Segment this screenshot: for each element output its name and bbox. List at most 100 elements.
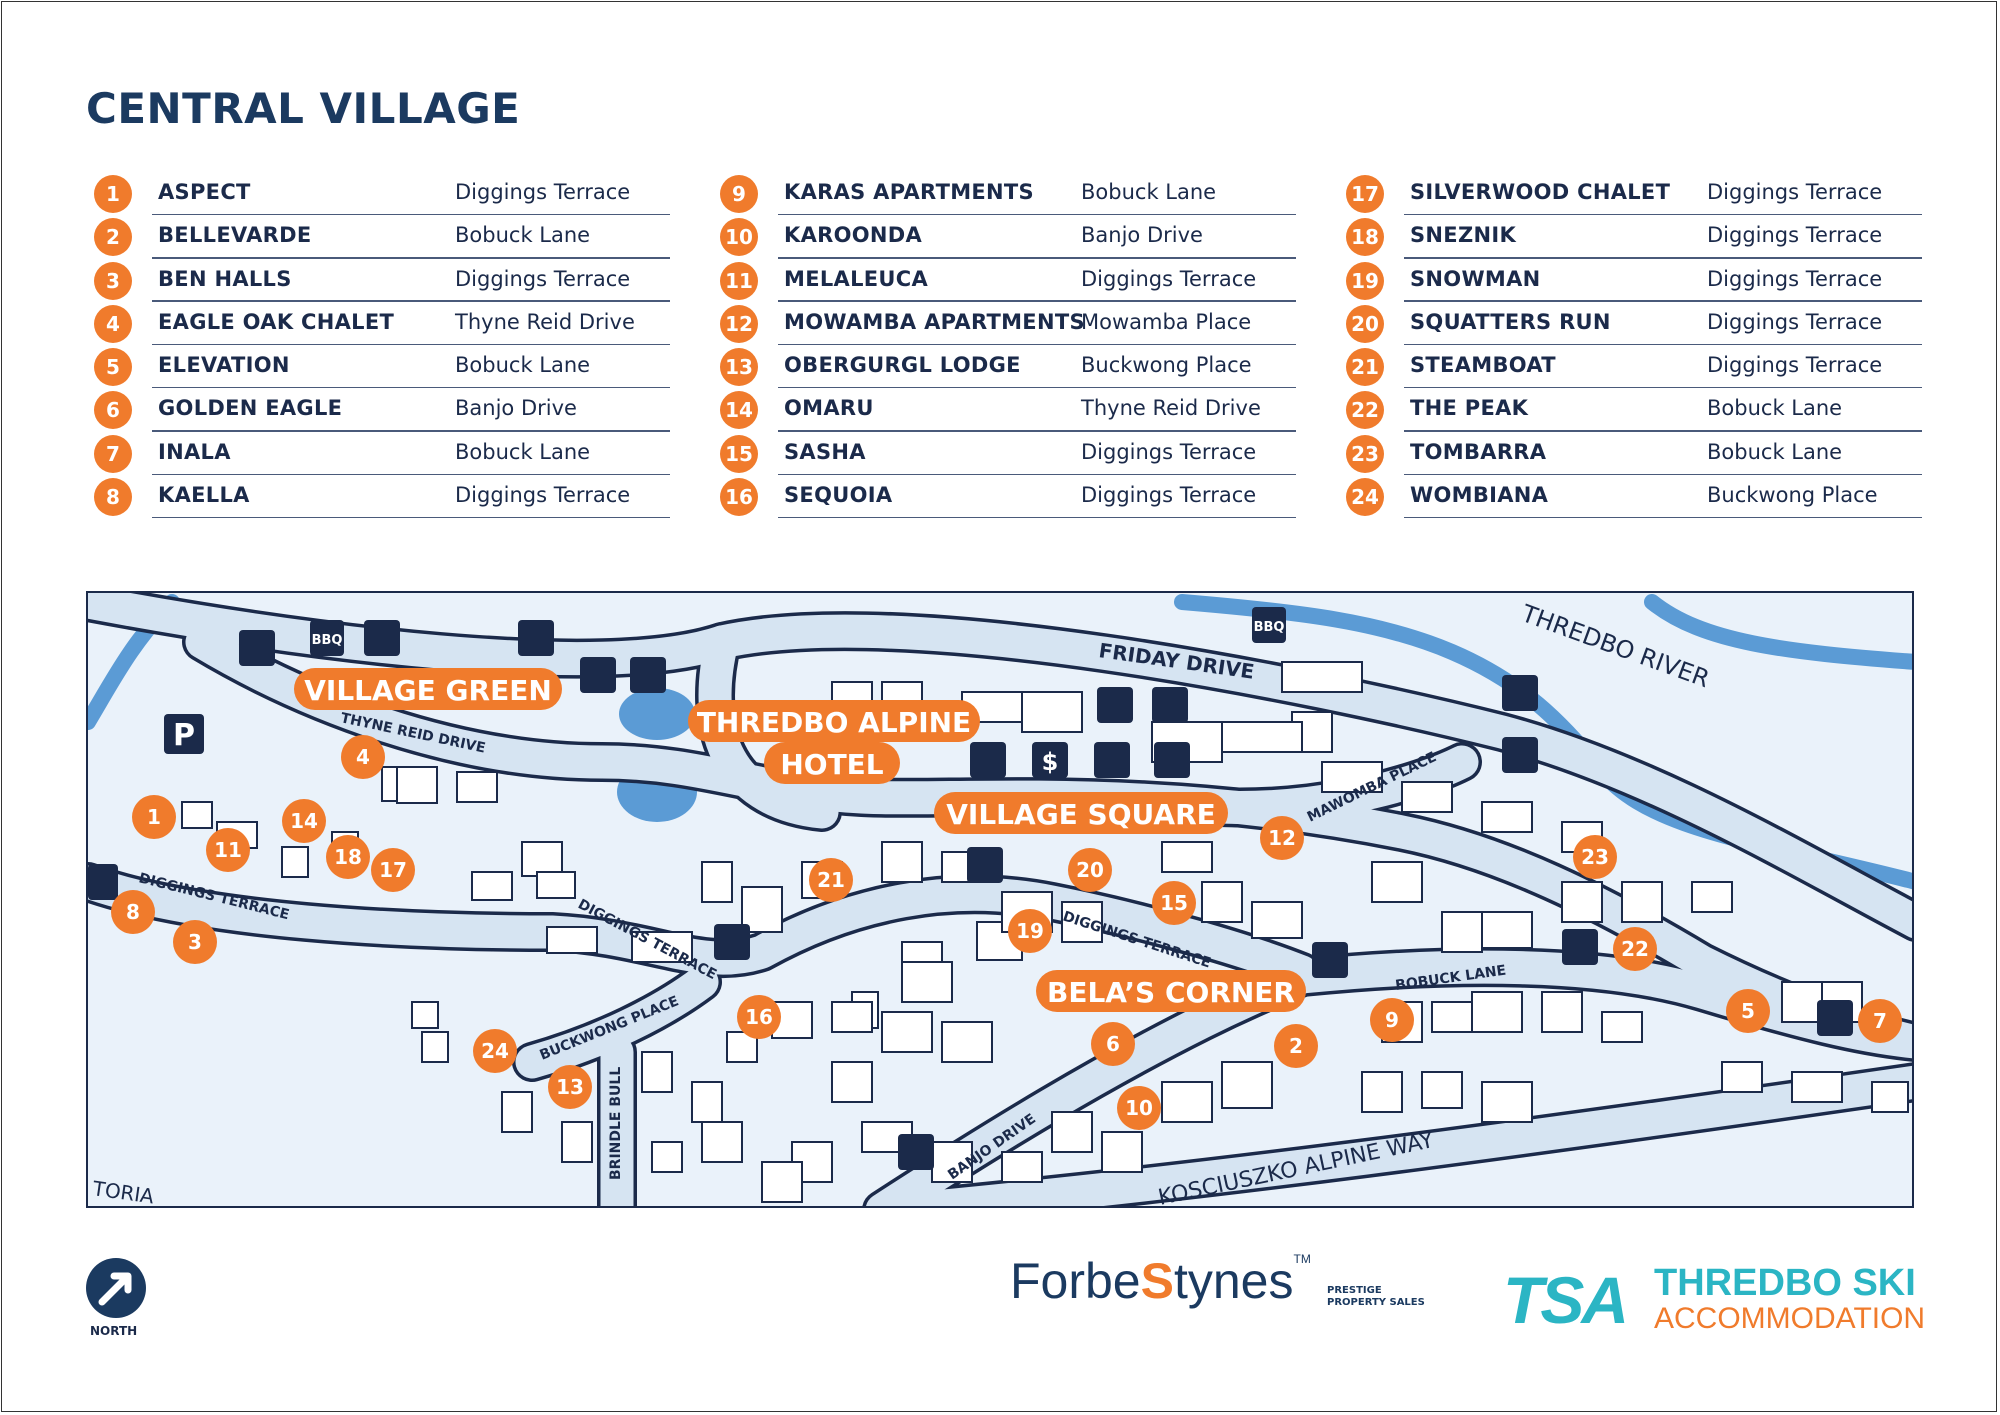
village-square-label: VILLAGE SQUARE (946, 798, 1216, 831)
bus-stop-icon (1562, 929, 1598, 965)
legend-street: Bobuck Lane (455, 353, 591, 378)
legend-property-name: EAGLE OAK CHALET (158, 309, 395, 334)
legend-property-name: SILVERWOOD CHALET (1410, 180, 1671, 204)
legend-number-badge: 11 (720, 261, 758, 300)
marker-15: 15 (1160, 891, 1188, 915)
legend-street: Thyne Reid Drive (455, 309, 635, 334)
legend-street: Banjo Drive (455, 396, 577, 421)
legend-number-badge: 1 (94, 175, 132, 213)
parking-icon (164, 714, 204, 754)
legend-street: Buckwong Place (1707, 483, 1878, 508)
legend-property-name: BEN HALLS (158, 266, 292, 291)
picnic-icon (364, 620, 400, 656)
legend-divider (1404, 300, 1922, 302)
chairlift-icon (1502, 737, 1538, 773)
bus-stop-icon (714, 924, 750, 960)
marker-2: 2 (1289, 1034, 1303, 1058)
tsa-logo-line2: ACCOMMODATION (1654, 1302, 1926, 1335)
legend-number-badge: 13 (720, 348, 758, 387)
legend-street: Diggings Terrace (455, 180, 631, 204)
legend-divider (152, 430, 670, 432)
legend-street: Diggings Terrace (1081, 266, 1257, 291)
legend-divider (152, 257, 670, 259)
icon-bus-stops (88, 630, 1853, 1170)
legend-number-badge: 20 (1346, 304, 1384, 343)
accessible-icon (970, 742, 1006, 778)
skate-park-icon (580, 657, 616, 693)
tsa-logo-mark: TSA (1503, 1263, 1629, 1337)
legend-number-badge: 22 (1346, 391, 1384, 430)
legend-street: Buckwong Place (1081, 353, 1252, 378)
legend-number-badge: 12 (720, 304, 758, 343)
info-icon (1097, 687, 1133, 723)
legend-divider (778, 300, 1296, 302)
legend-property-name: INALA (158, 439, 231, 464)
legend-property-name: SNOWMAN (1410, 266, 1541, 291)
legend-divider (1404, 343, 1922, 346)
legend-property-name: SASHA (784, 439, 866, 464)
legend-divider (778, 257, 1296, 259)
bus-stop-icon (967, 847, 1003, 883)
marker-14: 14 (290, 809, 318, 833)
legend-number-badge: 14 (720, 391, 758, 430)
legend-divider (152, 516, 670, 519)
legend-number-badge: 9 (720, 175, 758, 213)
legend-street: Diggings Terrace (1707, 223, 1883, 248)
marker-3: 3 (188, 930, 202, 954)
marker-18: 18 (334, 845, 362, 869)
village-green-label: VILLAGE GREEN (304, 674, 552, 707)
north-label: NORTH (90, 1324, 138, 1338)
legend-divider (778, 430, 1296, 432)
legend-property-name: BELLEVARDE (158, 223, 312, 248)
legend-divider (1404, 430, 1922, 432)
marker-16: 16 (745, 1005, 773, 1029)
legend-property-name: STEAMBOAT (1410, 353, 1556, 378)
phone-icon (1094, 742, 1130, 778)
tsa-logo-line1: THREDBO SKI (1654, 1262, 1916, 1304)
bus-stop-icon (88, 864, 118, 900)
legend-divider (1404, 213, 1922, 216)
legend-divider (152, 473, 670, 476)
bus-stop-icon (1152, 687, 1188, 723)
legend-number-badge: 2 (94, 218, 132, 257)
legend-number-badge: 4 (94, 304, 132, 343)
brindle-bull-label: BRINDLE BULL (608, 1067, 624, 1180)
hotel-label-line2: HOTEL (780, 748, 883, 781)
forbes-stynes-logo: ForbeStynesTM (1010, 1252, 1311, 1309)
svg-text:$: $ (1042, 748, 1059, 776)
legend-property-name: GOLDEN EAGLE (158, 396, 343, 421)
legend-street: Diggings Terrace (1707, 180, 1883, 204)
legend-property-name: WOMBIANA (1410, 483, 1549, 508)
legend-property-name: TOMBARRA (1410, 439, 1547, 464)
legend-property-name: OMARU (784, 396, 874, 421)
legend-street: Banjo Drive (1081, 223, 1203, 248)
marker-20: 20 (1076, 858, 1104, 882)
legend-number-badge: 5 (94, 348, 132, 387)
legend-number-badge: 6 (94, 391, 132, 430)
legend-number-badge: 24 (1346, 478, 1384, 517)
legend-street: Bobuck Lane (1081, 180, 1217, 204)
marker-22: 22 (1621, 937, 1649, 961)
marker-11: 11 (214, 838, 242, 862)
toilets-icon (1154, 742, 1190, 778)
legend-divider (152, 343, 670, 346)
legend-divider (1404, 257, 1922, 259)
bus-stop-icon (1817, 1000, 1853, 1036)
legend-number-badge: 23 (1346, 434, 1384, 473)
marker-19: 19 (1016, 919, 1044, 943)
legend-number-badge: 7 (94, 434, 132, 473)
